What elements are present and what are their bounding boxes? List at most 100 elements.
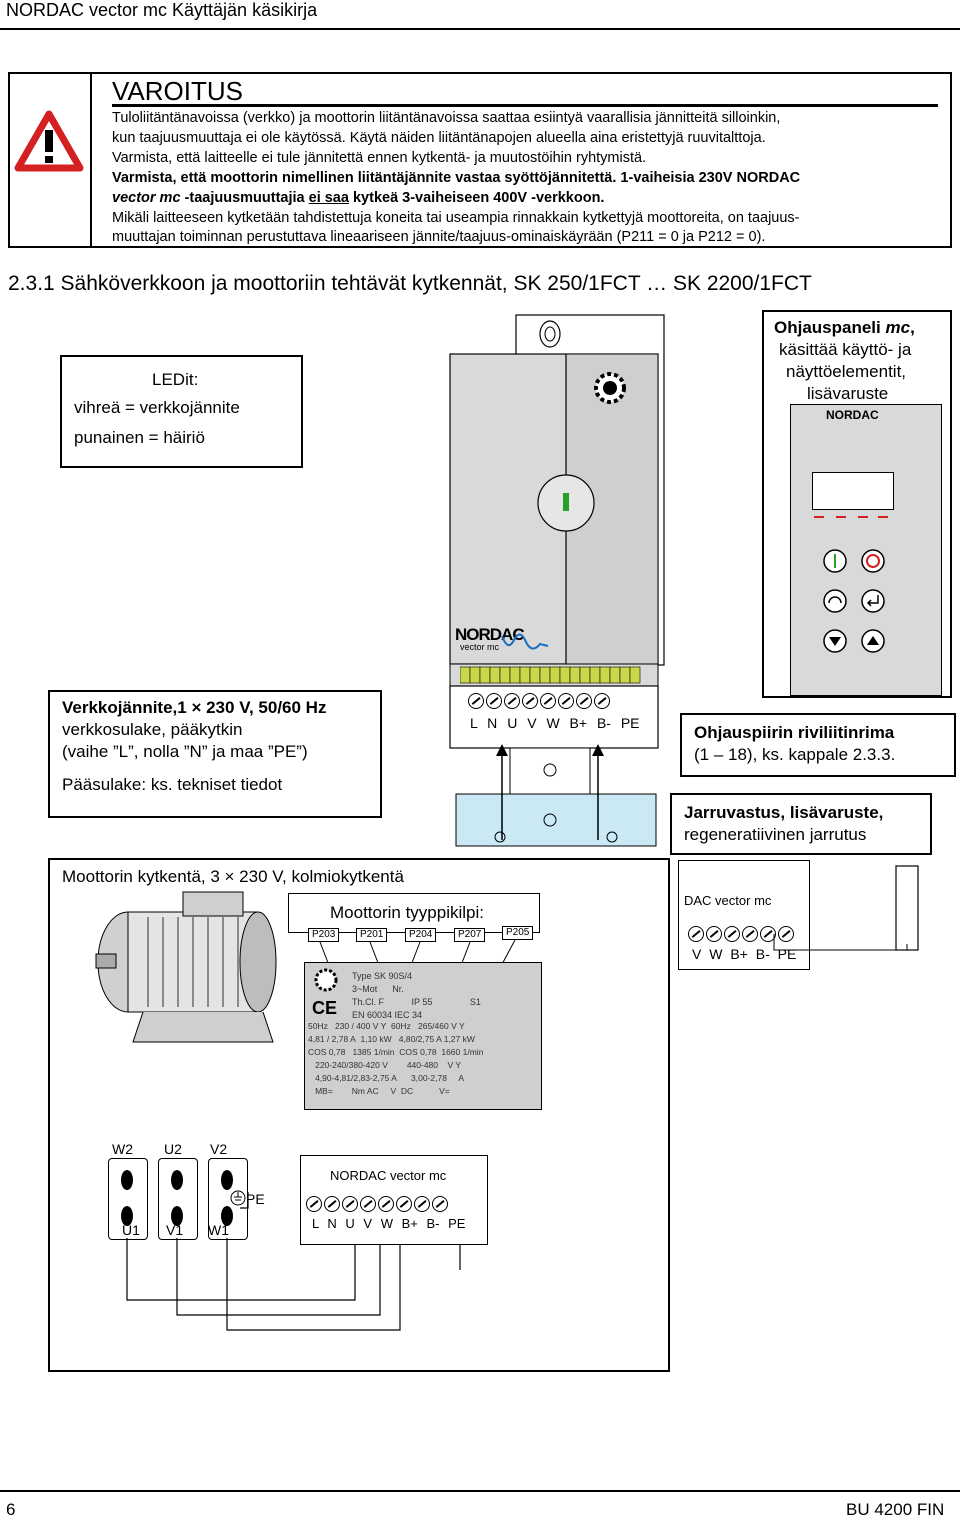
control-terminal-strip [460,666,641,684]
plate-row-cos: COS 0,78 1385 1/min COS 0,78 1660 1/min [308,1046,483,1059]
plate-text: Type SK 90S/4 3~Mot Nr. Th.Cl. F IP 55 S… [352,970,481,1022]
wiring-terminal-labels: L N U V W B+ B- PE [312,1216,465,1231]
wiring-lines [126,1192,461,1331]
panel-line-4: lisävaruste [807,384,889,403]
wave-icon [501,633,549,650]
plate-cos-60: COS [399,1047,418,1057]
plate-logo-icon: CE [312,968,338,1018]
mains-line-3: (vaihe ”L”, nolla ”N” ja maa ”PE”) [62,742,308,761]
plate-dc: DC [400,1086,414,1096]
panel-segment-marks [814,516,888,518]
terminal-screw-icon [742,926,758,942]
terminal-screw-icon [432,1196,448,1212]
brake-terminal-V: V [692,946,702,962]
plate-row-current-range: 4,90-4,81/2,83-2,75 A 3,00-2,78 A [308,1072,483,1085]
mains-line-2: verkkosulake, pääkytkin [62,720,243,739]
terminal-W: W [546,715,560,731]
wiring-terminal-Bplus: B+ [401,1216,418,1231]
terminal-screw-icon [414,1196,430,1212]
terminal-screw-icon [468,693,484,709]
brake-terminal-Bminus: B- [755,946,770,962]
plate-ip: IP 55 [411,997,433,1007]
warning-line-5-tail: kytkeä 3-vaiheiseen 400V -verkkoon. [352,190,605,206]
plate-60hz: 60Hz [391,1021,411,1031]
stop-button-icon[interactable] [858,546,888,576]
device-terminal-labels: L N U V W B+ B- PE [470,715,640,731]
terminal-screw-icon [760,926,776,942]
brake-device-outline [678,860,810,970]
mains-line-4: Pääsulake: ks. tekniset tiedot [62,775,283,794]
warning-line-7: muuttajan toiminnan perustuttava lineaar… [112,229,766,245]
plate-y: Y [380,1021,387,1031]
wiring-terminal-V: V [363,1216,373,1231]
plate-speed: 1385 [352,1047,372,1057]
plate-duty: S1 [469,997,481,1007]
terminal-screw-icon [504,693,520,709]
plate-volt-range: 220-240/380-420 [315,1060,380,1070]
down-button-icon[interactable] [820,626,850,656]
terminal-screw-icon [486,693,502,709]
plate-a3: A [458,1073,464,1083]
terminal-L: L [470,715,478,731]
brake-line-2: regeneratiivinen jarrutus [684,825,867,844]
plate-rpm-60: 1/min [462,1047,484,1057]
plate-cos-value: 0,78 [328,1047,346,1057]
terminal-screw-icon [706,926,722,942]
warning-line-1: Tuloliitäntänavoissa (verkko) ja moottor… [112,110,781,126]
warning-line-4: Varmista, että moottorin nimellinen liit… [112,170,800,186]
warning-title-rule [112,104,938,107]
direction-button-icon[interactable] [820,586,850,616]
mains-line-1: Verkkojännite,1 × 230 V, 50/60 Hz [62,698,327,717]
led-title: LEDit: [152,370,199,389]
terminal-screw-icon [576,693,592,709]
plate-row-mot: 3~Mot Nr. [352,983,481,996]
plate-row-standard: EN 60034 IEC 34 [352,1010,423,1020]
param-P207: P207 [454,928,486,942]
ground-icon [230,1190,246,1206]
enter-button-icon[interactable] [858,586,888,616]
wiring-device-name: NORDAC vector mc [330,1168,447,1183]
header-rule [0,28,960,30]
terminal-screw-icon [522,693,538,709]
terminal-PE: PE [620,715,640,731]
brake-terminal-W: W [709,946,723,962]
plate-row-type: Type SK 90S/4 [352,971,413,981]
brake-terminal-screws [688,926,796,942]
page-number: 6 [6,1500,16,1519]
up-button-icon[interactable] [858,626,888,656]
plate-current-range-60: 3,00-2,78 [411,1073,447,1083]
panel-line-1: Ohjauspaneli mc, [774,318,915,338]
param-P201: P201 [356,928,388,942]
plate-rpm: 1/min [373,1047,395,1057]
control-line-1: Ohjauspiirin riviliitinrima [694,723,895,742]
warning-product-name: vector mc [112,190,181,206]
plate-v: V [382,1060,388,1070]
warning-emphasis: ei saa [308,190,349,206]
panel-title-comma: , [910,318,915,337]
warning-line-5: vector mc -taajuusmuuttajia ei saa kytke… [112,190,604,206]
brake-resistor-icon [773,865,919,951]
brake-line-1: Jarruvastus, lisävaruste, [684,803,884,822]
plate-power: 1,10 [360,1034,378,1044]
terminal-screw-icon [688,926,704,942]
warning-line-6: Mikäli laitteeseen kytketään tahdistettu… [112,210,800,226]
warning-product-type: -taajuusmuuttajia [184,190,305,206]
param-P203: P203 [308,928,340,942]
panel-display [812,472,894,510]
start-button-icon[interactable] [820,546,850,576]
plate-class: Th.Cl. F [352,997,385,1007]
plate-row-50hz: 50Hz 230 / 400 V Y 60Hz 265/460 V Y [308,1020,483,1033]
plate-cos-value-60: 0,78 [420,1047,437,1057]
power-terminal-screws [468,693,612,709]
terminal-screw-icon [396,1196,412,1212]
brake-info-box [670,793,932,855]
plate-voltage-60: 265/460 V [417,1021,457,1031]
panel-logo: NORDAC [826,408,879,422]
terminal-N: N [487,715,498,731]
wiring-terminal-N: N [327,1216,337,1231]
svg-text:CE: CE [312,998,337,1018]
brake-device-name: DAC vector mc [684,893,772,908]
terminal-screw-icon [306,1196,322,1212]
plate-current-range: 4,90-4,81/2,83-2,75 [315,1073,390,1083]
plate-volt-range-60: 440-480 [406,1060,439,1070]
